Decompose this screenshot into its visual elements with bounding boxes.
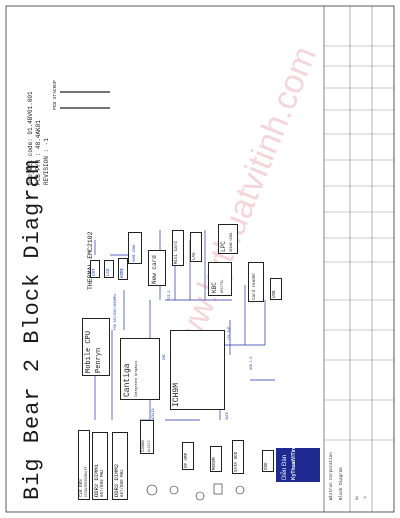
ddr2-dimm2-block: DDR2 DIMM2 667/800 MHz bbox=[112, 432, 128, 500]
cpu-sub: Penryn bbox=[95, 347, 103, 373]
usb-title: USB bbox=[273, 290, 277, 298]
ich9m-block: ICH9M bbox=[170, 330, 225, 410]
usb-bus-label: USB 2.0 bbox=[249, 356, 253, 370]
title-block-rev: -1 bbox=[363, 496, 367, 500]
dmi-label: DMI bbox=[162, 354, 166, 360]
card-reader-block: Card reader bbox=[248, 262, 264, 302]
lpc-block: LPC DEBUG CONN. bbox=[218, 224, 238, 254]
lan-block: LAN bbox=[190, 232, 202, 262]
kbc-block: KBC WPC775L bbox=[208, 262, 232, 296]
lpc-sub: DEBUG CONN. bbox=[229, 230, 233, 252]
sata-hdd-title: SATA HDD bbox=[235, 451, 239, 472]
hdmi-title: HDMI bbox=[121, 267, 125, 278]
azalia-label: AZALIA bbox=[151, 408, 155, 420]
codec-block: Codec ALC272 bbox=[140, 420, 154, 454]
mini-card-block: Mini Card bbox=[172, 230, 184, 266]
clk-gen-sub: ICS9LPRS355BKLFT bbox=[84, 466, 88, 497]
op-amp-title: OP AMP bbox=[185, 452, 189, 468]
modem-title: MODEM bbox=[213, 457, 217, 470]
modem-block: MODEM bbox=[210, 446, 222, 472]
ddr2-dimm1-title: DDR2 DIMM1 bbox=[93, 463, 100, 497]
sata-hdd-block: SATA HDD bbox=[232, 440, 244, 474]
cantiga-block: Cantiga Integrated Graphics bbox=[120, 338, 160, 400]
diagram-title: Big Bear 2 Block Diagram bbox=[20, 159, 45, 500]
pcb-pn-label: PCB P/N : 48.4AK01 bbox=[35, 120, 42, 185]
lpc-title: LPC bbox=[220, 241, 227, 252]
company-name: Wistron Corporation bbox=[330, 452, 334, 500]
odd-title: ODD bbox=[265, 462, 269, 470]
cantiga-sub: Integrated Graphics bbox=[134, 360, 138, 397]
ddr2-dimm2-title: DDR2 DIMM2 bbox=[113, 463, 120, 497]
fsb-label: FSB 667/800/1066MHz bbox=[113, 293, 117, 330]
revision-label: REVISION : -1 bbox=[43, 138, 50, 185]
cpu-title: Mobile CPU bbox=[85, 330, 93, 373]
ddr2-dimm2-sub: 667/800 MHz bbox=[121, 469, 125, 497]
mini-card-title: Mini Card bbox=[175, 241, 179, 264]
crt-title: CRT bbox=[93, 268, 97, 276]
ddr2-dimm1-block: DDR2 DIMM1 667/800 MHz bbox=[92, 432, 108, 500]
codec-title: Codec bbox=[142, 439, 146, 452]
title-block-size: A3 bbox=[355, 496, 359, 500]
clk-gen-block: CLK GEN ICS9LPRS355BKLFT bbox=[78, 430, 90, 500]
forum-seal: Diễn Đàn KyThuatViTinh.Com bbox=[276, 432, 320, 482]
seal-line1: Diễn Đàn bbox=[282, 454, 288, 480]
kbc-sub: WPC775L bbox=[220, 279, 224, 293]
codec-sub: ALC272 bbox=[147, 440, 151, 452]
odd-block: ODD bbox=[262, 450, 274, 472]
card-reader-title: Card reader bbox=[253, 272, 257, 300]
seal-line2: KyThuatViTinh.Com bbox=[291, 432, 297, 480]
hdmi-conn-block: HDMI CONN bbox=[128, 232, 142, 264]
kbc-title: KBC bbox=[211, 282, 218, 293]
title-block-doc-title: Block Diagram bbox=[340, 467, 344, 500]
crt-block: CRT bbox=[90, 260, 100, 278]
new-card-block: New card bbox=[148, 250, 166, 286]
lcd-block: LCD bbox=[104, 260, 114, 278]
usb-block: USB bbox=[270, 278, 282, 300]
hdmi-block: HDMI bbox=[118, 258, 128, 280]
cantiga-title: Cantiga bbox=[123, 363, 132, 397]
lcd-title: LCD bbox=[107, 268, 111, 276]
project-code-label: Project code: 91.4BV01.001 bbox=[27, 91, 34, 185]
new-card-title: New card bbox=[151, 255, 158, 284]
pcb-stackup-label: PCB STACKUP bbox=[53, 80, 58, 110]
op-amp-block: OP AMP bbox=[182, 442, 194, 470]
cpu-block: Mobile CPU Penryn bbox=[82, 318, 110, 376]
ddr2-dimm1-sub: 667/800 MHz bbox=[101, 469, 105, 497]
ich9m-title: ICH9M bbox=[172, 382, 181, 407]
lpc-bus-label: LPC BUS bbox=[227, 326, 231, 340]
pcie-label: PCI-E bbox=[167, 290, 171, 300]
lan-title: LAN bbox=[193, 252, 197, 260]
sata-label: SATA bbox=[225, 412, 229, 420]
hdmi-conn-label: HDMI CONN bbox=[132, 244, 136, 262]
